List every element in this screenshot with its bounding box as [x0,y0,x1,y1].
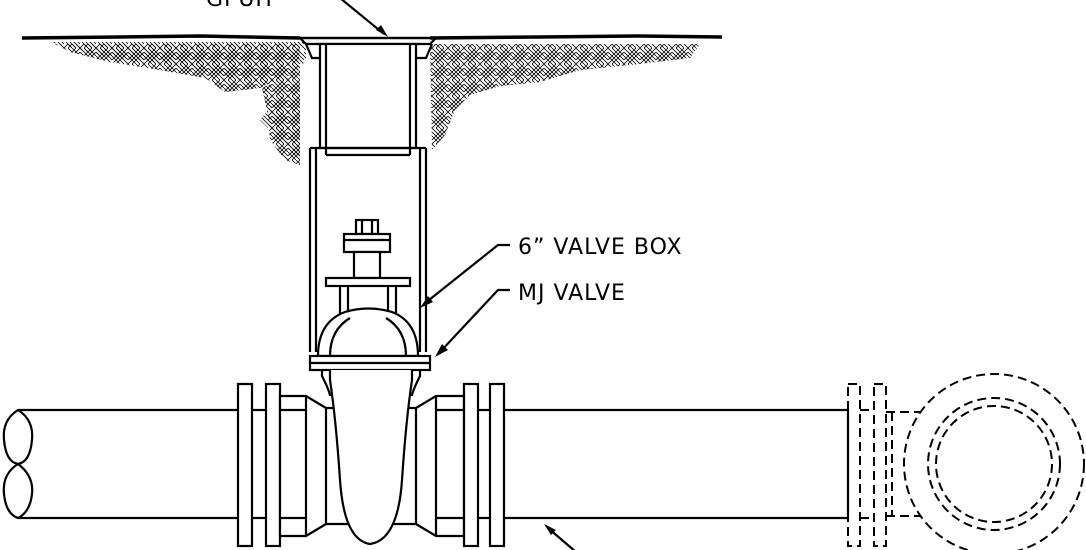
right-flanges [462,382,506,548]
valve-box-lower [308,146,428,352]
ground-line [21,34,723,40]
mj-valve-label: MJ VALVE [518,281,626,306]
right-pipe [504,408,850,520]
top-callout-label: GPUH [206,0,273,12]
top-callout: GPUH [206,0,388,37]
pipe-callout [544,524,576,550]
valve-box-upper [318,42,418,150]
valve-box-callout: 6” VALVE BOX [420,235,683,308]
mj-valve-callout: MJ VALVE [435,281,626,357]
soil-hatch [50,42,700,165]
left-flanges [236,382,282,548]
valve-box-label: 6” VALVE BOX [518,235,683,260]
operating-nut [324,218,412,318]
dashed-tee [847,373,1085,550]
valve-body [278,370,466,546]
valve-bonnet [308,307,432,372]
left-pipe [2,408,238,520]
